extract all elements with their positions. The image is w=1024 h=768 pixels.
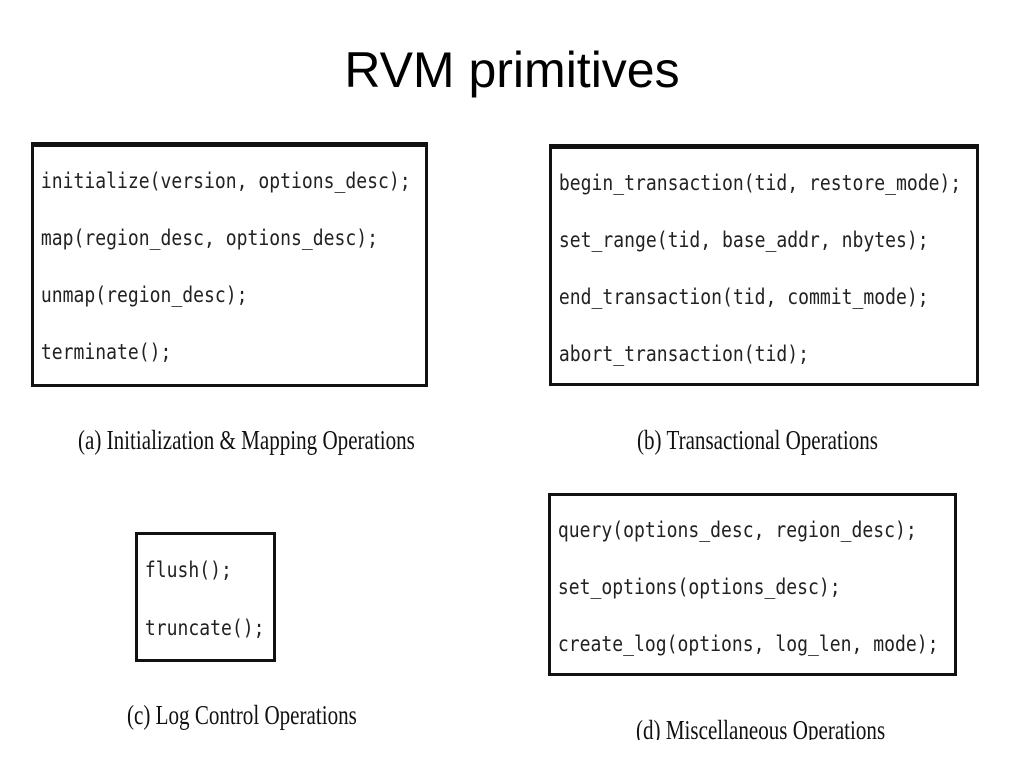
- code-line: map(region_desc, options_desc);: [40, 226, 378, 250]
- code-line: flush();: [144, 558, 232, 582]
- code-line: abort_transaction(tid);: [558, 342, 809, 366]
- code-line: truncate();: [144, 616, 265, 640]
- code-line: set_options(options_desc);: [557, 575, 841, 599]
- code-box-transactional: begin_transaction(tid, restore_mode); se…: [549, 144, 979, 386]
- caption-log-control: (c) Log Control Operations: [127, 700, 357, 730]
- code-line: terminate();: [40, 340, 172, 364]
- code-line: query(options_desc, region_desc);: [557, 518, 917, 542]
- code-box-log-control: flush(); truncate();: [135, 532, 276, 662]
- code-line: set_range(tid, base_addr, nbytes);: [558, 228, 929, 252]
- code-line: end_transaction(tid, commit_mode);: [558, 285, 929, 309]
- code-box-initialization-mapping: initialize(version, options_desc); map(r…: [31, 142, 428, 387]
- page-title: RVM primitives: [344, 42, 680, 98]
- caption-clip: (d) Miscellaneous Operations: [636, 715, 886, 740]
- caption-transactional: (b) Transactional Operations: [637, 425, 878, 455]
- caption-initialization-mapping: (a) Initialization & Mapping Operations: [78, 425, 415, 455]
- code-box-miscellaneous: query(options_desc, region_desc); set_op…: [548, 493, 957, 676]
- code-line: unmap(region_desc);: [40, 283, 248, 307]
- caption-miscellaneous: (d) Miscellaneous Operations: [636, 715, 886, 740]
